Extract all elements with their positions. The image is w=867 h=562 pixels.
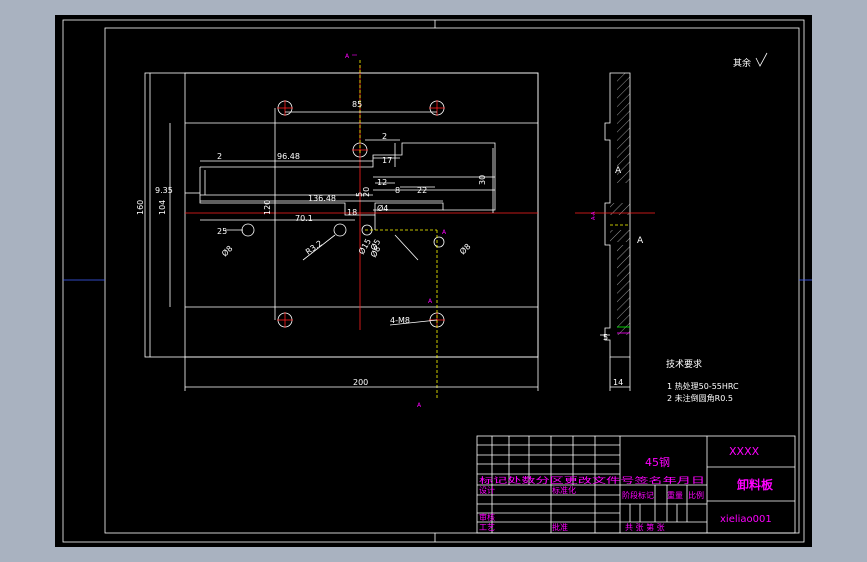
section-side-label: A-A [591,211,597,220]
technical-requirements: 技术要求 1 热处理50-55HRC 2 未注倒圆角R0.5 [666,358,739,403]
tb-process: 工艺 [479,523,495,532]
dim-14: 14 [613,378,623,387]
dim-8: 8 [395,186,400,195]
dim-160: 160 [136,200,145,215]
tb-scale: 比例 [688,490,704,500]
section-label-a2: A [637,236,644,246]
dim-17: 17 [382,156,392,165]
tb-approve: 批准 [552,522,568,532]
tb-standardize: 标准化 [552,485,576,495]
outer-border [62,19,805,543]
tb-review: 审核 [479,512,495,522]
plate-front-view [144,60,539,400]
svg-text:A: A [417,402,422,409]
tb-stage: 阶段标记 [622,490,654,500]
title-block: 45钢 XXXX 卸料板 xieliao001 标记处数分区更改文件号签名年月日… [476,435,796,534]
tb-part-name: 卸料板 [737,477,774,492]
plate-side-section: A A A-A 14 5 [575,72,655,391]
dim-120: 120 [263,200,272,215]
section-label-a1: A [615,166,622,176]
tech-title: 技术要求 [666,358,702,370]
dim-5b: 5 [603,333,608,342]
dim-phi8-b: Ø8 [368,244,382,259]
dim-4-m8: 4-M8 [390,316,410,325]
dim-2a: 2 [217,152,222,161]
tb-company: XXXX [729,445,760,458]
svg-text:A: A [345,53,350,60]
inner-border [104,27,800,534]
tb-sheets: 共 张 第 张 [625,522,665,532]
surface-finish-note: 其余 [733,52,768,69]
tb-row-headers: 标记处数分区更改文件号签名年月日 [479,475,705,485]
tb-drawing-no: xieliao001 [720,514,772,525]
dim-136-48: 136.48 [308,194,336,203]
svg-text:A: A [428,298,433,305]
dim-phi4: Ø4 [377,203,388,213]
dim-104: 104 [158,200,167,215]
dim-30: 30 [478,175,487,185]
dim-200: 200 [353,378,368,387]
drawing-sheet: 85 2 2 96.48 17 12 8 22 30 136.48 70.1 1… [55,15,812,547]
svg-text:其余: 其余 [733,57,751,69]
dim-5a: 5 [355,192,364,197]
svg-text:A: A [442,229,447,236]
dim-2b: 2 [382,132,387,141]
dim-phi8-a: Ø8 [219,243,234,258]
dim-70-1: 70.1 [295,214,313,223]
dim-25: 25 [217,227,227,236]
dim-r3-2: R3.2 [304,239,324,257]
tb-design: 设计 [479,485,495,495]
dim-18: 18 [347,208,357,217]
section-cut-marks: A A A A [345,53,447,409]
dim-20: 20 [362,187,371,197]
dim-phi5: Ø5 [368,237,382,252]
dim-85: 85 [352,100,362,109]
tech-item-1: 1 热处理50-55HRC [667,381,739,391]
tb-material: 45钢 [645,456,670,469]
tech-item-2: 2 未注倒圆角R0.5 [667,393,733,403]
dim-96-48: 96.48 [277,152,300,161]
tb-weight: 重量 [667,490,683,500]
dim-12: 12 [377,178,387,187]
dim-22: 22 [417,186,427,195]
cad-drawing: 85 2 2 96.48 17 12 8 22 30 136.48 70.1 1… [62,19,812,543]
dim-phi8-c: Ø8 [457,241,472,256]
dim-9-35: 9.35 [155,186,173,195]
